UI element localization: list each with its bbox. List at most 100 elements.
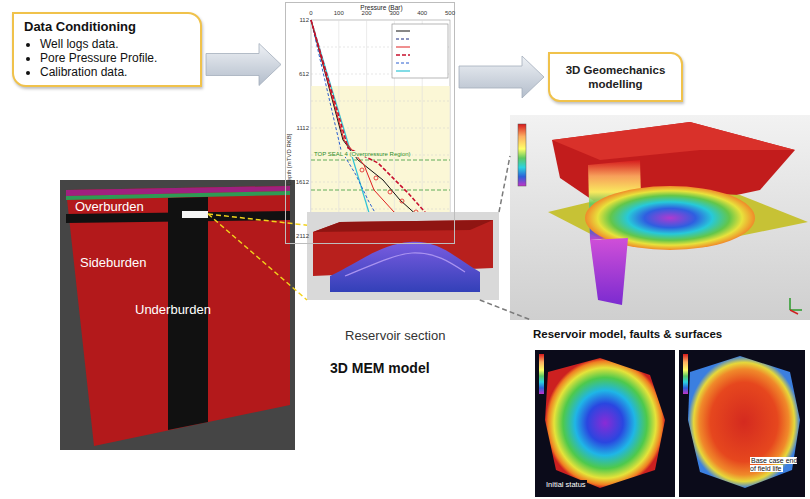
axis-tick: 1612	[296, 179, 309, 185]
legend-sample	[396, 47, 410, 48]
legend-sample	[396, 39, 410, 40]
text-slot: Overburden	[75, 199, 144, 215]
calibration-points	[360, 168, 418, 214]
top-surface-face	[552, 122, 795, 160]
text-slot: 2112	[293, 233, 309, 240]
panel-label: Overburden	[75, 199, 144, 214]
text-slot: Base case end of field life	[750, 457, 798, 474]
text-slot: 112	[293, 17, 309, 24]
flow-arrow	[459, 56, 544, 98]
section-title: 3D MEM model	[330, 360, 430, 376]
legend-sample	[396, 31, 410, 32]
text-slot: 1112	[293, 125, 309, 132]
text-slot: 0	[301, 10, 321, 17]
bullet-list: Well logs data.Pore Pressure Profile.Cal…	[24, 37, 190, 79]
bullet-item: Pore Pressure Profile.	[40, 51, 190, 65]
process-box: 3D Geomechanics modelling	[548, 52, 683, 102]
legend-sample	[396, 54, 410, 56]
axis-tick: 112	[299, 17, 309, 23]
bullet-text: Calibration data.	[40, 65, 127, 79]
zoom-leader	[208, 214, 307, 300]
text-slot: 200	[357, 10, 377, 17]
map-caption: Initial status	[545, 480, 587, 489]
status-maps	[535, 350, 805, 497]
text-slot: 500	[440, 10, 460, 17]
reservoir-layer	[345, 253, 465, 276]
map-frame	[535, 350, 675, 497]
fault-wedge	[590, 238, 628, 305]
legend-sample	[396, 63, 410, 64]
axis-tick: 2112	[296, 233, 309, 239]
zoom-leader	[480, 300, 531, 320]
pressure-chart	[285, 2, 455, 244]
model-panel: OverburdenSideburdenUnderburden	[60, 180, 295, 450]
color-bar	[518, 124, 526, 186]
axis-tick: 300	[389, 10, 399, 16]
bullet-text: Well logs data.	[40, 37, 119, 51]
section-panel: Reservoir section	[307, 212, 499, 300]
plot-area	[311, 20, 450, 236]
section-top-face	[313, 220, 493, 232]
panel-label: Underburden	[135, 302, 211, 317]
text-slot: 300	[384, 10, 404, 17]
map-contours	[545, 358, 665, 488]
reservoir-location	[182, 211, 208, 218]
bullet-item: Calibration data.	[40, 65, 190, 79]
input-box: Data ConditioningWell logs data.Pore Pre…	[12, 12, 202, 87]
pressure-chart-box: Pressure (Bar)	[285, 2, 455, 244]
bullet-item: Well logs data.	[40, 37, 190, 51]
chart-legend-box	[392, 24, 448, 78]
box-heading: Data Conditioning	[24, 19, 190, 35]
text-slot: Sideburden	[80, 255, 147, 271]
text-slot: Reservoir model, faults & surfaces	[533, 328, 722, 342]
chart-ground	[285, 2, 455, 244]
text-slot: Reservoir section	[345, 328, 445, 344]
axis-tick: 500	[445, 10, 455, 16]
calibration-point	[374, 176, 378, 180]
calibration-point	[388, 190, 392, 194]
text-slot: Initial status	[545, 480, 587, 489]
map-frame	[679, 350, 805, 497]
axis-tick: 612	[299, 71, 309, 77]
bullet-text: Pore Pressure Profile.	[40, 51, 157, 65]
axis-tick: 400	[417, 10, 427, 16]
panel-label: Sideburden	[80, 255, 147, 270]
text-slot: TOP SEAL 4 (Overpressure Region)	[313, 151, 412, 158]
view-panel: Reservoir model, faults & surfaces	[510, 115, 810, 320]
map-color-bar	[539, 354, 544, 394]
panel-label: Reservoir model, faults & surfaces	[533, 328, 722, 340]
text-slot: Depth [mTVD RKB]	[286, 120, 293, 200]
sideburden-volume	[66, 186, 290, 446]
map-color-bar	[683, 354, 688, 394]
zoom-leader	[208, 214, 307, 225]
axis-title: Depth [mTVD RKB]	[286, 134, 292, 186]
axis-icon	[790, 310, 798, 314]
pressure-curve	[311, 20, 388, 236]
reservoir-section	[307, 212, 499, 300]
axis-tick: 100	[334, 10, 344, 16]
map-contours	[688, 356, 800, 488]
reservoir-3d-view	[510, 115, 810, 320]
reservoir-body	[330, 242, 480, 292]
calibration-point	[400, 199, 404, 203]
text-slot: 400	[412, 10, 432, 17]
view-ground	[510, 115, 810, 320]
text-slot: Underburden	[135, 302, 211, 318]
text-slot: Pressure (Bar)	[312, 4, 451, 12]
box-label: 3D Geomechanics modelling	[566, 64, 666, 90]
map-caption: Base case end of field life	[750, 457, 797, 472]
text-slot: 100	[329, 10, 349, 17]
axis-tick: 1112	[297, 125, 309, 131]
section-ground	[307, 212, 499, 300]
panel-label: Pressure (Bar)	[360, 4, 402, 11]
text-slot: 612	[293, 71, 309, 78]
axis-tick: 0	[309, 10, 312, 16]
formation-label: TOP SEAL 4 (Overpressure Region)	[313, 151, 412, 157]
axis-tick: 200	[362, 10, 372, 16]
calibration-point	[360, 168, 364, 172]
text-slot: 3D MEM model	[330, 360, 430, 377]
legend-sample	[396, 70, 410, 71]
panel-label: Reservoir section	[345, 328, 445, 343]
